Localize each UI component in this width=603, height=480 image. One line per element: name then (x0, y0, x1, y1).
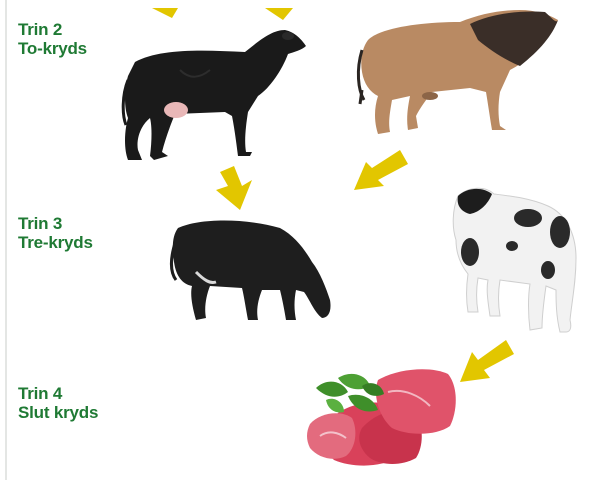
brown-bull-icon (358, 10, 558, 134)
black-cow-icon (123, 30, 306, 160)
arrow-icon (460, 340, 514, 382)
arrow-icon (216, 166, 252, 210)
arrow-icon (354, 150, 408, 190)
arrow-icon (265, 8, 293, 20)
arrow-icon (152, 8, 178, 18)
grazing-cow-icon (172, 221, 331, 321)
meat-with-herbs-icon (307, 369, 456, 465)
white-black-cow-icon (453, 188, 576, 332)
